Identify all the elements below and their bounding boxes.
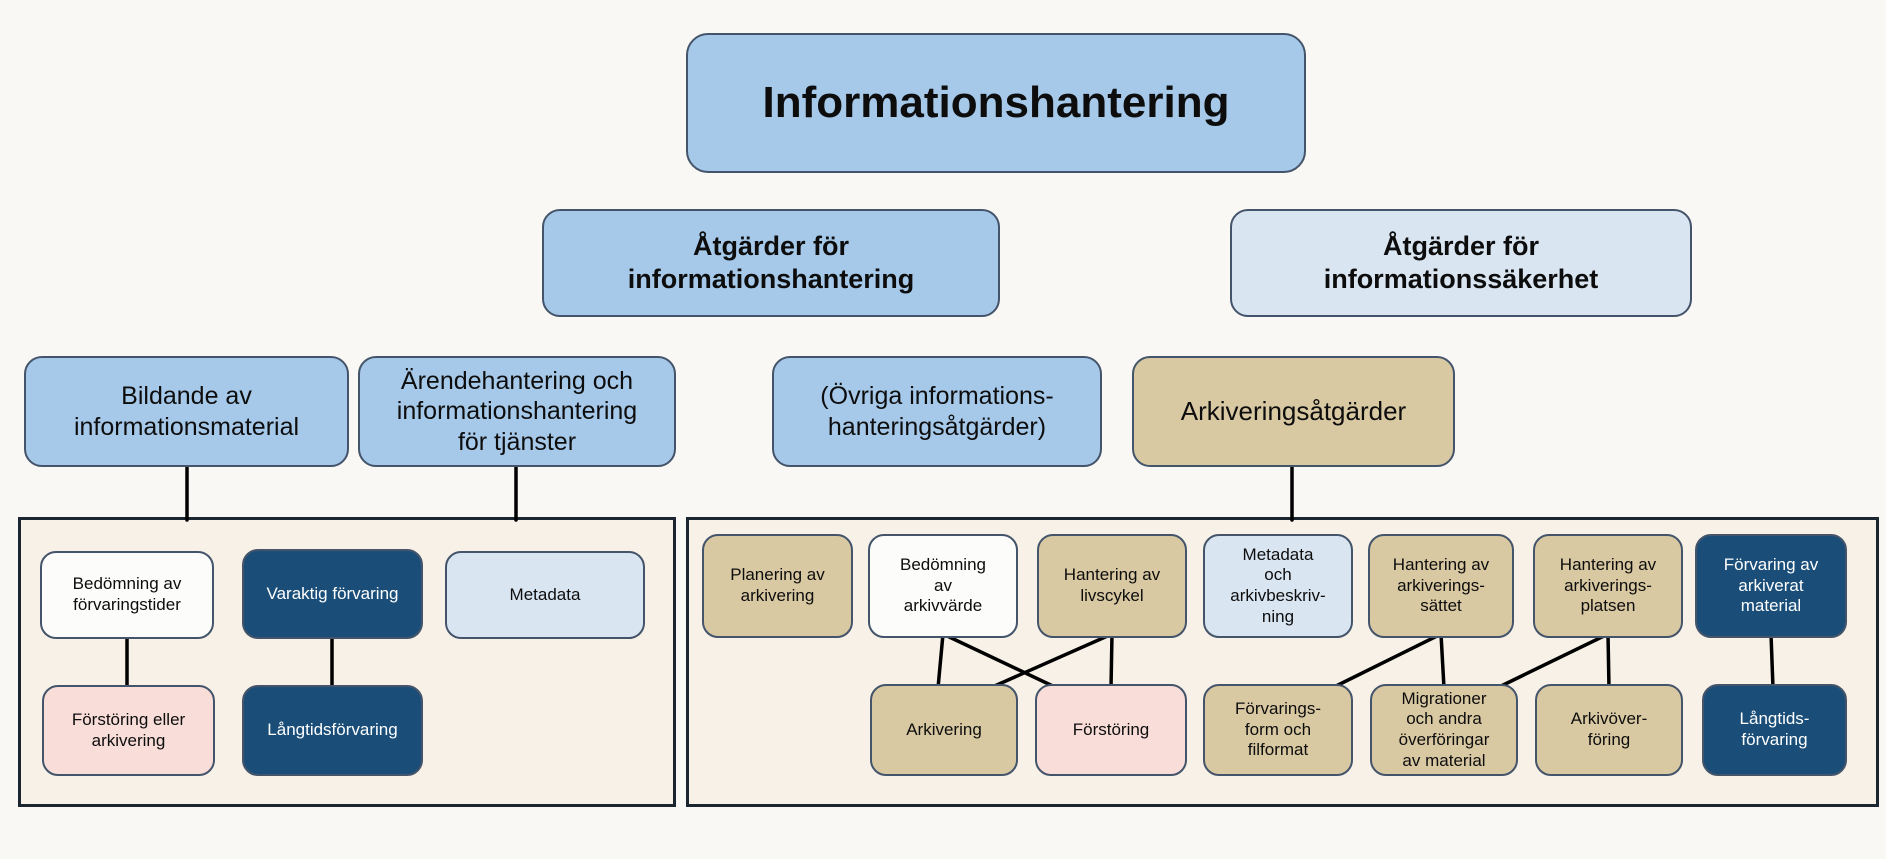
node-ovriga-informationshanteringsatgarder: (Övriga informations- hanteringsåtgärder… <box>772 356 1102 467</box>
node-forstoring: Förstöring <box>1035 684 1187 776</box>
node-planering-av-arkivering: Planering av arkivering <box>702 534 853 638</box>
node-hantering-av-livscykel: Hantering av livscykel <box>1037 534 1187 638</box>
node-langtidsforvaring: Långtidsförvaring <box>242 685 423 776</box>
node-metadata-och-arkivbeskrivning: Metadata och arkivbeskriv- ning <box>1203 534 1353 638</box>
node-arkivering: Arkivering <box>870 684 1018 776</box>
node-forvaring-av-arkiverat-material: Förvaring av arkiverat material <box>1695 534 1847 638</box>
node-arendehantering-for-tjanster: Ärendehantering och informationshanterin… <box>358 356 676 467</box>
node-hantering-av-arkiveringsplatsen: Hantering av arkiverings- platsen <box>1533 534 1683 638</box>
node-arkivoverforing: Arkivöver- föring <box>1535 684 1683 776</box>
node-atgarder-for-informationssakerhet: Åtgärder för informationssäkerhet <box>1230 209 1692 317</box>
node-forstoring-eller-arkivering: Förstöring eller arkivering <box>42 685 215 776</box>
node-hantering-av-arkiveringssattet: Hantering av arkiverings- sättet <box>1368 534 1514 638</box>
node-atgarder-for-informationshantering: Åtgärder för informationshantering <box>542 209 1000 317</box>
node-informationshantering: Informationshantering <box>686 33 1306 173</box>
node-forvaringsform-och-filformat: Förvarings- form och filformat <box>1203 684 1353 776</box>
node-migrationer-och-overforingar: Migrationer och andra överföringar av ma… <box>1370 684 1518 776</box>
node-arkiveringsatgarder: Arkiveringsåtgärder <box>1132 356 1455 467</box>
node-langtidsforvaring-arkiv: Långtids- förvaring <box>1702 684 1847 776</box>
node-metadata: Metadata <box>445 551 645 639</box>
node-varaktig-forvaring: Varaktig förvaring <box>242 549 423 639</box>
node-bedomning-av-forvaringstider: Bedömning av förvaringstider <box>40 551 214 639</box>
node-bedomning-av-arkivvarde: Bedömning av arkivvärde <box>868 534 1018 638</box>
node-bildande-av-informationsmaterial: Bildande av informationsmaterial <box>24 356 349 467</box>
